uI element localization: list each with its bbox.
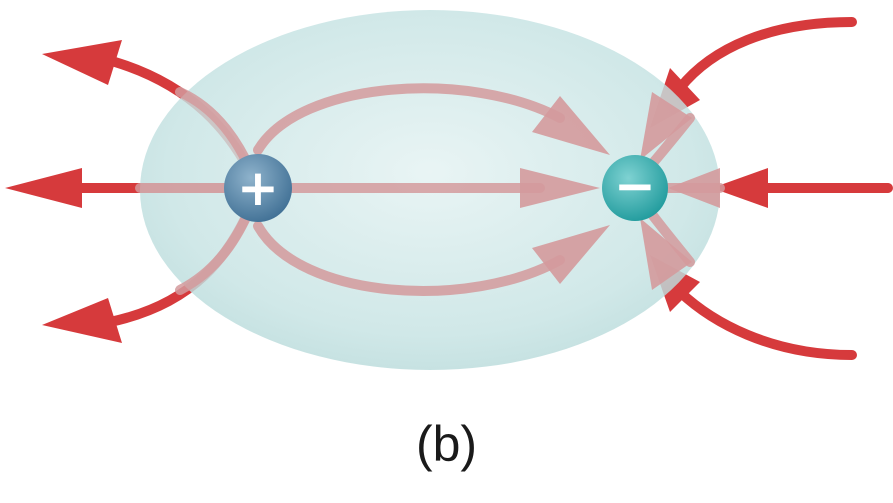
positive-charge-symbol: + xyxy=(237,159,279,217)
negative-charge-ball xyxy=(602,155,668,221)
inner-arrowheads xyxy=(520,92,720,290)
arrow-inner-upper xyxy=(532,96,610,155)
arrow-inner-right-lower xyxy=(640,218,692,290)
positive-charge: + xyxy=(224,154,292,222)
field-line-right-upper xyxy=(675,17,857,93)
arrow-left-upper xyxy=(42,40,122,85)
arrow-left-lower xyxy=(42,298,122,343)
field-line-inner-upper-curve xyxy=(253,83,565,155)
arrow-inner-middle xyxy=(520,168,600,208)
negative-charge: − xyxy=(602,155,668,221)
arrow-right-middle xyxy=(712,168,768,208)
negative-charge-symbol: − xyxy=(614,157,656,215)
positive-charge-ball xyxy=(224,154,292,222)
field-line-inner-lower-curve xyxy=(253,221,565,296)
arrow-inner-lower xyxy=(532,225,610,284)
arrow-inner-right-middle xyxy=(668,168,720,208)
figure-caption: (b) xyxy=(415,416,478,472)
arrow-left-middle xyxy=(5,168,82,208)
field-line-right-lower xyxy=(675,287,857,360)
arrow-inner-right-upper xyxy=(640,92,692,160)
